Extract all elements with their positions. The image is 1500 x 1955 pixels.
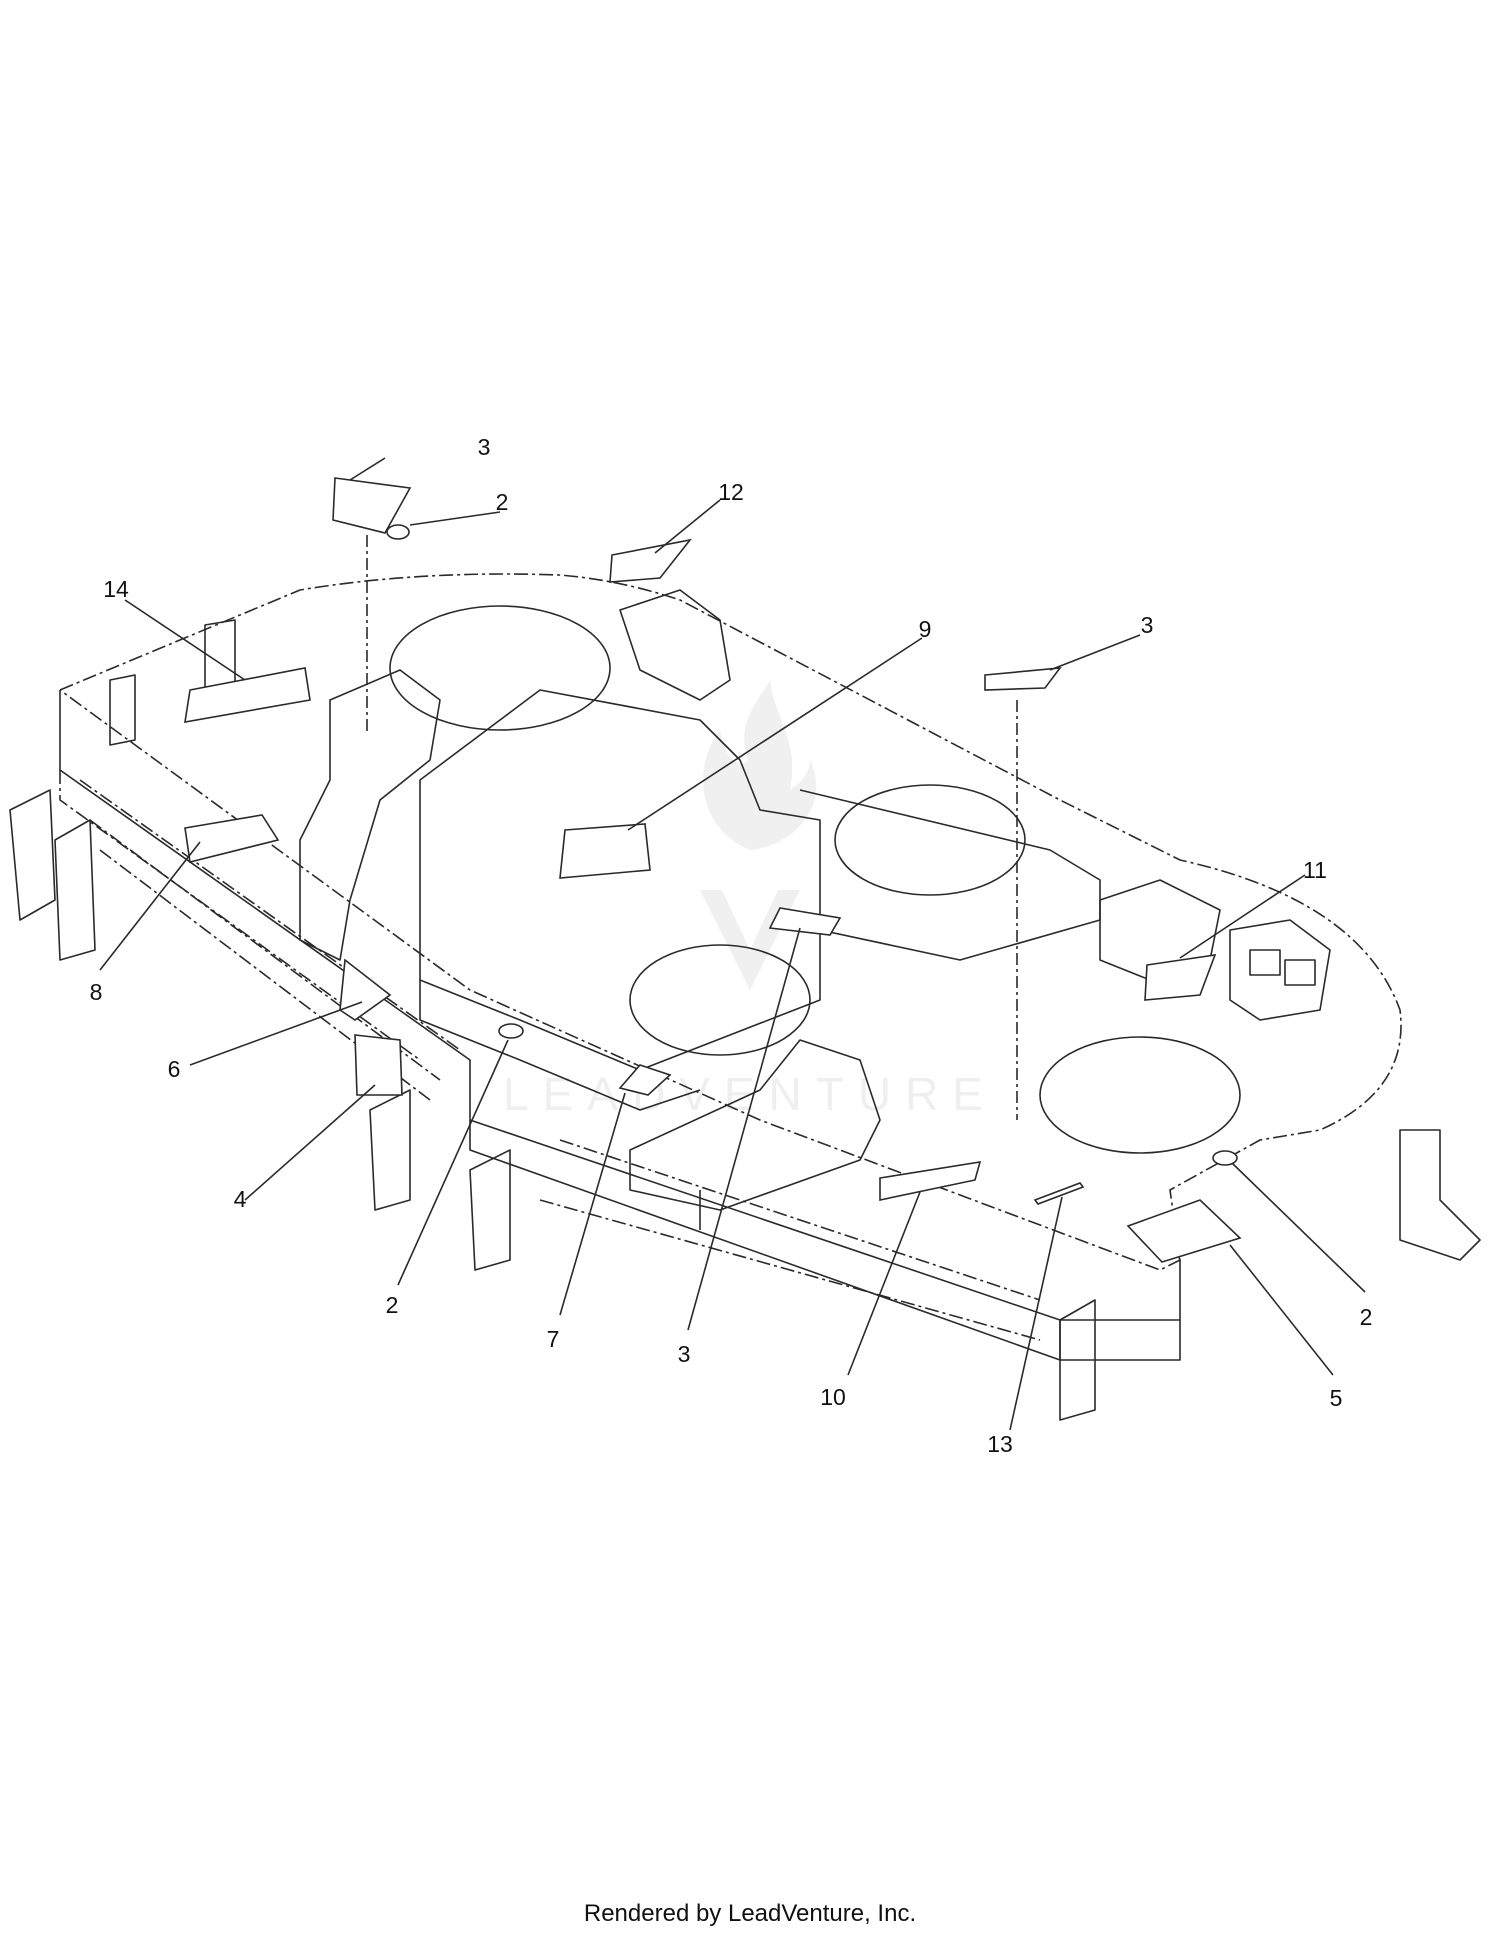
decal-11: [1144, 954, 1217, 1001]
decal-5: [1126, 1199, 1242, 1263]
rear-bumper-right: [1229, 919, 1331, 1021]
decal-3-center: [768, 907, 842, 936]
callout-6: 6: [168, 1056, 181, 1082]
flame-logo-icon: [703, 680, 817, 850]
watermark: LEADVENTURE: [503, 680, 997, 1120]
center-plate: [419, 689, 821, 1071]
front-hanger: [469, 1149, 511, 1271]
callout-8: 8: [90, 979, 103, 1005]
callout-11: 11: [1303, 857, 1327, 883]
callout-4: 4: [234, 1186, 247, 1212]
left-spindle-opening: [389, 605, 611, 731]
left-hanger: [54, 819, 96, 961]
decal-12: [609, 538, 692, 583]
decal-2-center: [498, 1023, 524, 1039]
decal-2-right: [1212, 1150, 1238, 1166]
callout-labels: 3 2 12 14 9 3 11 8 6 4 2 7 3 10 13 5 2: [90, 434, 1373, 1457]
callout-9: 9: [919, 616, 932, 642]
callout-3: 3: [1141, 612, 1154, 638]
callout-13: 13: [987, 1431, 1013, 1457]
right-hanger: [1399, 1129, 1481, 1261]
decal-4: [354, 1034, 403, 1096]
center-bracket: [629, 1039, 881, 1211]
mower-deck-drawing: [9, 535, 1481, 1421]
rear-hitch-left: [619, 589, 731, 701]
callout-10: 10: [820, 1384, 846, 1410]
callout-5: 5: [1330, 1385, 1343, 1411]
callout-12: 12: [718, 479, 744, 505]
left-hanger: [9, 789, 56, 921]
decal-2-top: [386, 524, 410, 540]
decal-3-top-left: [332, 477, 412, 534]
front-hanger-right: [1059, 1299, 1096, 1421]
left-bracket: [299, 669, 441, 961]
watermark-text: LEADVENTURE: [503, 1068, 997, 1120]
decal-7: [618, 1064, 672, 1096]
callout-2: 2: [1360, 1304, 1373, 1330]
footer-credit: Rendered by LeadVenture, Inc.: [583, 1900, 917, 1927]
bumper-slot: [1249, 949, 1281, 976]
callout-2: 2: [496, 489, 509, 515]
callout-2: 2: [386, 1292, 399, 1318]
decal-9: [559, 823, 651, 879]
callout-3: 3: [678, 1341, 691, 1367]
decal-6: [339, 958, 392, 1021]
callout-14: 14: [103, 576, 129, 602]
left-post: [109, 674, 136, 746]
deck-top-outline: [59, 573, 1402, 1271]
front-hanger: [369, 1089, 411, 1211]
decal-14: [184, 667, 311, 723]
bumper-slot: [1284, 959, 1316, 986]
leader-lines: [99, 457, 1366, 1431]
decal-10: [879, 1161, 982, 1201]
decals: [184, 477, 1242, 1263]
decal-8: [184, 814, 280, 863]
center-spindle-opening: [629, 944, 811, 1056]
v-logo-icon: [700, 890, 800, 990]
right-upper-spindle-opening: [834, 784, 1026, 896]
callout-7: 7: [547, 1326, 560, 1352]
decal-3-top-right: [984, 667, 1062, 691]
decal-13: [1033, 1182, 1085, 1205]
deck-front-skirt: [59, 690, 1181, 1321]
right-spindle-opening: [1039, 1036, 1241, 1154]
callout-3: 3: [478, 434, 491, 460]
